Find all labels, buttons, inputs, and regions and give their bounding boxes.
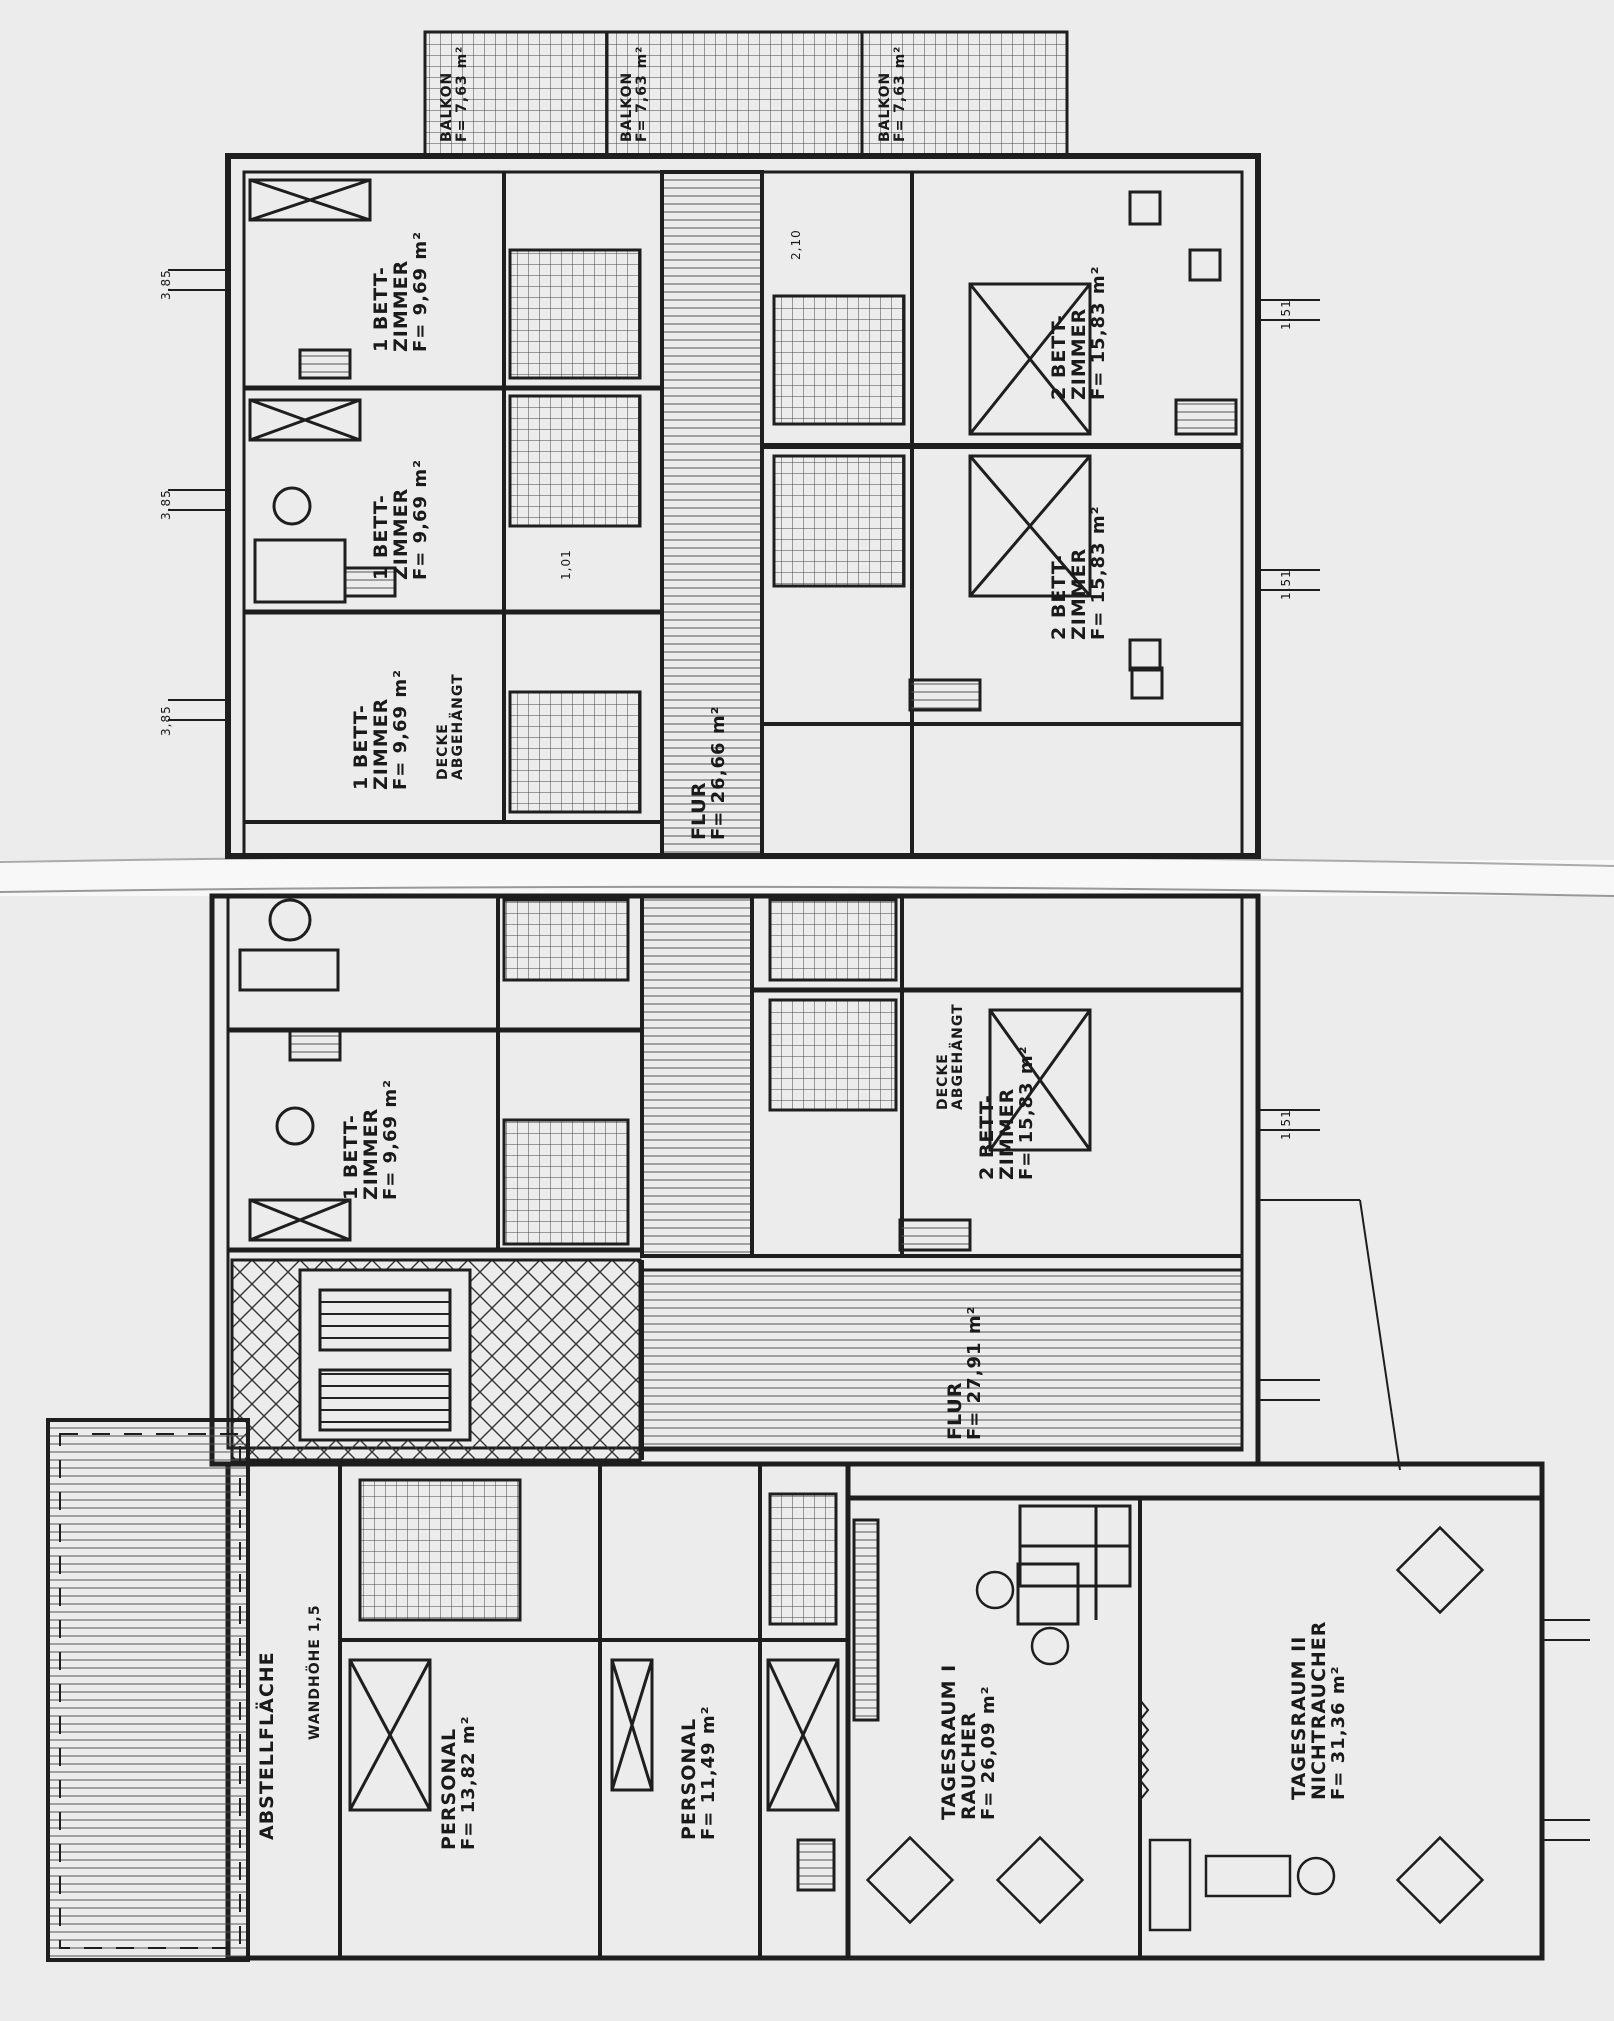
decke-note-upper-1: DECKE: [435, 723, 451, 780]
balcony-c-label: BALKON F= 7,63 m²: [877, 45, 908, 142]
tagesraum-1-sub: RAUCHER: [957, 1711, 980, 1820]
abstellflaeche-name: ABSTELLFLÄCHE: [256, 1651, 278, 1840]
room-2bed-mid-name2: ZIMMER: [1067, 547, 1090, 640]
room-1bed-mid-label: 1 BETT- ZIMMER F= 9,69 m²: [370, 459, 431, 580]
room-1bed-bottom-name: 1 BETT-: [340, 1114, 362, 1200]
dim-left-3: 3,85: [159, 705, 173, 736]
dim-right-1: 1,51: [1279, 299, 1293, 330]
tagesraum-1-name: TAGESRAUM I: [938, 1663, 960, 1820]
room-2bed-upper-name: 2 BETT-: [1048, 314, 1070, 400]
room-1bed-upper-label: 1 BETT- ZIMMER F= 9,69 m²: [370, 231, 431, 352]
dim-right-2-text: 1,51: [1279, 569, 1293, 600]
personal-1-name: PERSONAL: [438, 1727, 460, 1850]
room-2bed-upper-name2: ZIMMER: [1067, 307, 1090, 400]
room-2bed-mid-label: 2 BETT- ZIMMER F= 15,83 m²: [1048, 505, 1109, 641]
room-1bed-lower-label: 1 BETT- ZIMMER F= 9,69 m²: [350, 669, 411, 790]
room-1bed-lower-name2: ZIMMER: [369, 697, 392, 790]
dim-left-2-text: 3,85: [159, 489, 173, 520]
balcony-a-label: BALKON F= 7,63 m²: [439, 45, 470, 142]
balcony-b-label: BALKON F= 7,63 m²: [619, 45, 650, 142]
room-1bed-upper-name: 1 BETT-: [370, 266, 392, 352]
room-1bed-lower-area: F= 9,69 m²: [389, 669, 411, 790]
room-1bed-lower-name: 1 BETT-: [350, 704, 372, 790]
room-1bed-bottom-label: 1 BETT- ZIMMER F= 9,69 m²: [340, 1079, 401, 1200]
flur-lower-area: F= 27,91 m²: [963, 1305, 985, 1441]
wandhoehe-text: WANDHÖHE 1,5: [307, 1604, 323, 1740]
abstellflaeche-label: ABSTELLFLÄCHE: [256, 1651, 278, 1840]
room-1bed-mid-area: F= 9,69 m²: [409, 459, 431, 580]
room-1bed-bottom-name2: ZIMMER: [359, 1107, 382, 1200]
dim-right-1-text: 1,51: [1279, 299, 1293, 330]
dim-inner-2-text: 2,10: [789, 229, 803, 260]
flur-upper-area: F= 26,66 m²: [707, 705, 729, 841]
wandhoehe-label: WANDHÖHE 1,5: [307, 1604, 323, 1740]
room-2bed-bottom-area: F= 15,83 m²: [1015, 1045, 1037, 1181]
dim-left-3-text: 3,85: [159, 705, 173, 736]
tagesraum-1-area: F= 26,09 m²: [977, 1685, 999, 1821]
balcony-a-name: BALKON: [439, 71, 455, 142]
decke-note-upper: DECKE ABGEHÄNGT: [435, 673, 466, 780]
balcony-a-area: F= 7,63 m²: [453, 45, 470, 142]
room-2bed-bottom-label: 2 BETT- ZIMMER F= 15,83 m²: [976, 1045, 1037, 1181]
flur-lower-name: FLUR: [944, 1381, 966, 1440]
dim-right-3: 1,51: [1279, 1109, 1293, 1140]
dim-left-1-text: 3,85: [159, 269, 173, 300]
flur-lower-label: FLUR F= 27,91 m²: [944, 1305, 985, 1441]
decke-note-upper-2: ABGEHÄNGT: [449, 673, 466, 780]
balcony-c-name: BALKON: [877, 71, 893, 142]
room-1bed-upper-area: F= 9,69 m²: [409, 231, 431, 352]
tagesraum-2-name: TAGESRAUM II: [1288, 1635, 1310, 1800]
dim-left-2: 3,85: [159, 489, 173, 520]
balcony-b-area: F= 7,63 m²: [633, 45, 650, 142]
tagesraum-1-label: TAGESRAUM I RAUCHER F= 26,09 m²: [938, 1663, 999, 1821]
personal-1-label: PERSONAL F= 13,82 m²: [438, 1715, 479, 1851]
room-2bed-mid-name: 2 BETT-: [1048, 554, 1070, 640]
dim-right-3-text: 1,51: [1279, 1109, 1293, 1140]
personal-1-area: F= 13,82 m²: [457, 1715, 479, 1851]
personal-2-label: PERSONAL F= 11,49 m²: [678, 1705, 719, 1841]
dim-left-1: 3,85: [159, 269, 173, 300]
tagesraum-2-area: F= 31,36 m²: [1327, 1665, 1349, 1801]
dim-inner-2: 2,10: [789, 229, 803, 260]
decke-note-lower-1: DECKE: [935, 1053, 951, 1110]
personal-2-name: PERSONAL: [678, 1717, 700, 1840]
room-2bed-bottom-name: 2 BETT-: [976, 1094, 998, 1180]
room-1bed-bottom-area: F= 9,69 m²: [379, 1079, 401, 1200]
tagesraum-2-label: TAGESRAUM II NICHTRAUCHER F= 31,36 m²: [1288, 1620, 1349, 1801]
tagesraum-2-sub: NICHTRAUCHER: [1307, 1620, 1330, 1800]
room-2bed-upper-area: F= 15,83 m²: [1087, 265, 1109, 401]
room-2bed-bottom-name2: ZIMMER: [995, 1087, 1018, 1180]
dim-inner-1: 1,01: [559, 549, 573, 580]
decke-note-lower: DECKE ABGEHÄNGT: [935, 1003, 966, 1110]
personal-2-area: F= 11,49 m²: [697, 1705, 719, 1841]
room-1bed-mid-name: 1 BETT-: [370, 494, 392, 580]
flur-upper-label: FLUR F= 26,66 m²: [688, 705, 729, 841]
dim-right-2: 1,51: [1279, 569, 1293, 600]
room-1bed-upper-name2: ZIMMER: [389, 259, 412, 352]
room-2bed-upper-label: 2 BETT- ZIMMER F= 15,83 m²: [1048, 265, 1109, 401]
dim-inner-1-text: 1,01: [559, 549, 573, 580]
flur-upper-name: FLUR: [688, 781, 710, 840]
balcony-c-area: F= 7,63 m²: [891, 45, 908, 142]
room-2bed-mid-area: F= 15,83 m²: [1087, 505, 1109, 641]
room-1bed-mid-name2: ZIMMER: [389, 487, 412, 580]
decke-note-lower-2: ABGEHÄNGT: [949, 1003, 966, 1110]
balcony-b-name: BALKON: [619, 71, 635, 142]
